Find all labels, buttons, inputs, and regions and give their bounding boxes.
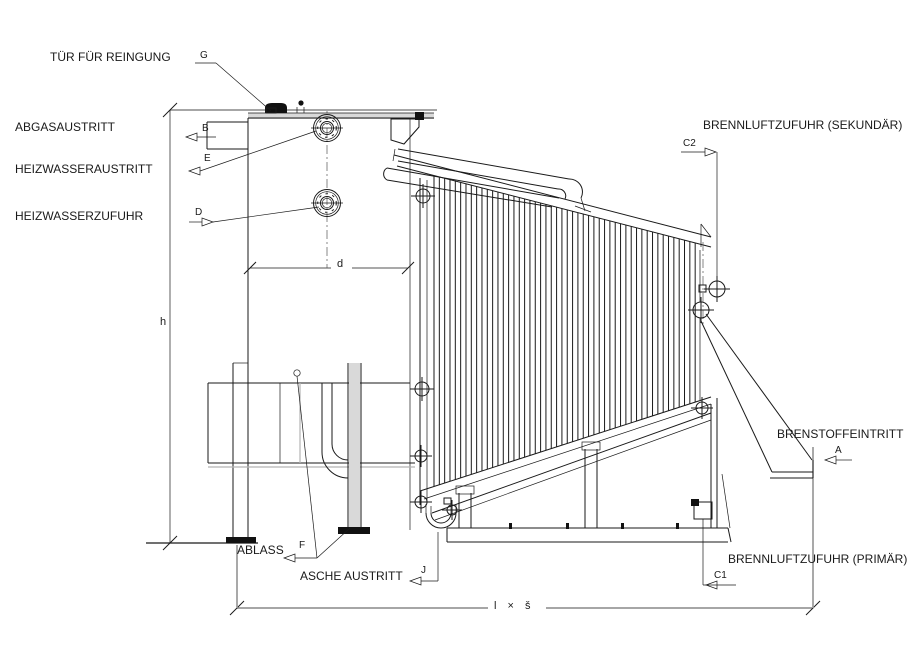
marker-flue-gas: B: [202, 123, 209, 134]
center-support-column: [338, 363, 370, 534]
heating-water-inlet-flange: [311, 189, 343, 217]
marker-hw-outlet: E: [204, 153, 211, 164]
leader-arrows: [184, 62, 852, 590]
marker-drain: F: [299, 540, 306, 551]
tube-hatch-lines: [433, 175, 696, 487]
label-heating-water-outlet: HEIZWASSERAUSTRITT: [15, 162, 153, 176]
label-primary-air: BRENNLUFTZUFUHR (PRIMÄR): [728, 552, 908, 566]
front-combustion-box: [207, 369, 415, 468]
tube-bank: [393, 154, 712, 521]
primary-air-box: [691, 499, 713, 520]
label-ash-outlet: ASCHE AUSTRITT: [300, 569, 403, 583]
front-support-leg: [226, 362, 256, 543]
position-markers: [410, 184, 730, 520]
label-secondary-air: BRENNLUFTZUFUHR (SEKUNDÄR): [703, 118, 903, 132]
label-heating-water-inlet: HEIZWASSERZUFUHR: [15, 209, 144, 223]
label-fuel-inlet: BRENSTOFFEINTRITT: [777, 427, 904, 441]
marker-hw-inlet: D: [195, 207, 203, 218]
marker-fuel: A: [835, 445, 842, 456]
label-cleaning-door: TÜR FÜR REINGUNG: [50, 50, 171, 64]
base-frame: [446, 523, 732, 543]
top-right-bracket: [390, 112, 424, 145]
grate-substructure: [446, 398, 732, 543]
header-pipes: [383, 148, 592, 213]
boiler-body: [206, 100, 434, 543]
fuel-chute: [700, 313, 814, 529]
heating-water-outlet-flange: [311, 114, 343, 142]
marker-secondary-air: C2: [683, 138, 696, 149]
marker-ash: J: [421, 565, 426, 576]
label-flue-gas-outlet: ABGASAUSTRITT: [15, 120, 116, 134]
marker-primary-air: C1: [714, 570, 727, 581]
drain-pipe: [321, 383, 349, 479]
flue-gas-outlet-box: [206, 121, 248, 150]
dim-height: h: [160, 316, 167, 328]
dim-length-width: l × š: [494, 600, 535, 612]
marker-door: G: [200, 50, 208, 61]
dim-depth: d: [337, 258, 344, 270]
label-drain: ABLASS: [237, 543, 284, 557]
